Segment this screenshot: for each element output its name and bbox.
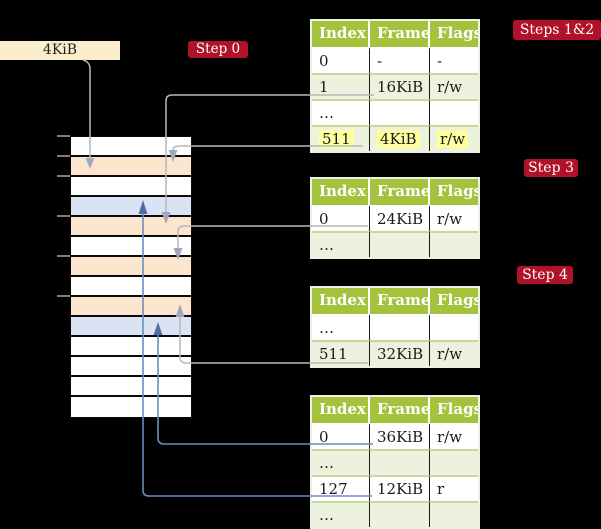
cell-frame: - <box>370 47 430 73</box>
memory-frame-row-data-page <box>71 317 191 337</box>
steps-1-2-badge: Steps 1&2 <box>513 20 601 40</box>
memory-frame-row-free <box>71 177 191 197</box>
table-header-row: Index Frame Flags <box>312 288 478 314</box>
page-table-entry: … <box>312 99 478 125</box>
address-tick <box>57 255 70 257</box>
memory-frame-row-page-table <box>71 297 191 317</box>
page-table-entry: 0 36KiB r/w <box>312 423 478 449</box>
page-table-entry: 127 12KiB r <box>312 475 478 501</box>
column-header-frame: Frame <box>370 21 430 47</box>
cell-index: … <box>312 231 370 257</box>
memory-frame-row-free <box>71 277 191 297</box>
cell-frame <box>370 449 430 475</box>
memory-frame-row-free <box>71 357 191 377</box>
page-table-entry-highlighted: 511 4KiB r/w <box>312 125 478 151</box>
cell-flags: r/w <box>430 340 478 366</box>
column-header-frame: Frame <box>370 288 430 314</box>
memory-frame-row-page-table <box>71 217 191 237</box>
page-table-entry: … <box>312 449 478 475</box>
cell-frame: 12KiB <box>370 475 430 501</box>
cell-index: 511 <box>312 340 370 366</box>
table-header-row: Index Frame Flags <box>312 397 478 423</box>
memory-frame-row-page-table <box>71 257 191 277</box>
cell-flags: r/w <box>430 73 478 99</box>
page-table-level-4: Index Frame Flags 0 36KiB r/w … 127 12Ki… <box>310 395 480 529</box>
column-header-index: Index <box>312 397 370 423</box>
cell-flags <box>430 449 478 475</box>
page-table-entry: 511 32KiB r/w <box>312 340 478 366</box>
cell-frame <box>370 231 430 257</box>
table-header-row: Index Frame Flags <box>312 179 478 205</box>
cell-frame: 36KiB <box>370 423 430 449</box>
page-table-entry: … <box>312 314 478 340</box>
cell-index: … <box>312 314 370 340</box>
page-table-base-register: 4KiB <box>0 41 120 60</box>
cell-flags: r/w <box>430 423 478 449</box>
column-header-flags: Flags <box>437 291 478 309</box>
address-tick <box>57 175 70 177</box>
cell-frame: 16KiB <box>370 73 430 99</box>
step-3-badge: Step 3 <box>524 159 578 177</box>
cell-index: 511 <box>312 125 370 151</box>
column-header-frame: Frame <box>370 179 430 205</box>
page-table-entry: … <box>312 501 478 527</box>
cell-index: … <box>312 501 370 527</box>
cell-flags: r <box>430 475 478 501</box>
cell-index: 127 <box>312 475 370 501</box>
page-table-entry: 0 - - <box>312 47 478 73</box>
column-header-index: Index <box>312 288 370 314</box>
memory-frame-row-free <box>71 337 191 357</box>
memory-frame-row-free <box>71 377 191 397</box>
cell-index: … <box>312 449 370 475</box>
address-tick <box>57 295 70 297</box>
cell-flags <box>430 501 478 527</box>
cell-frame: 24KiB <box>370 205 430 231</box>
memory-frame-row-data-page <box>71 197 191 217</box>
column-header-index: Index <box>312 21 370 47</box>
memory-frame-row-page-table <box>71 157 191 177</box>
cell-index: … <box>312 99 370 125</box>
memory-frame-row-free <box>71 237 191 257</box>
page-table-level-3: Index Frame Flags … 511 32KiB r/w <box>310 286 480 368</box>
step-4-badge: Step 4 <box>517 266 573 284</box>
cell-flags <box>430 99 478 125</box>
column-header-frame: Frame <box>370 397 430 423</box>
page-table-level-2: Index Frame Flags 0 24KiB r/w … <box>310 177 480 259</box>
page-table-level-1: Index Frame Flags 0 - - 1 16KiB r/w … 51… <box>310 19 480 153</box>
cell-index: 1 <box>312 73 370 99</box>
cell-frame <box>370 99 430 125</box>
address-tick <box>57 155 70 157</box>
column-header-flags: Flags <box>437 24 478 42</box>
cell-flags <box>430 231 478 257</box>
address-tick <box>57 215 70 217</box>
step-0-badge: Step 0 <box>188 41 248 58</box>
cell-frame: 32KiB <box>370 340 430 366</box>
cell-index: 0 <box>312 423 370 449</box>
memory-frame-row-free <box>71 397 191 417</box>
address-tick <box>57 135 70 137</box>
page-table-entry: … <box>312 231 478 257</box>
cell-frame <box>370 501 430 527</box>
cell-index: 0 <box>312 205 370 231</box>
cell-frame: 4KiB <box>370 125 430 151</box>
physical-memory-stack <box>70 136 192 418</box>
page-table-entry: 0 24KiB r/w <box>312 205 478 231</box>
cell-frame <box>370 314 430 340</box>
cell-flags: r/w <box>430 205 478 231</box>
cell-flags: - <box>430 47 478 73</box>
cell-flags <box>430 314 478 340</box>
column-header-index: Index <box>312 179 370 205</box>
page-table-entry: 1 16KiB r/w <box>312 73 478 99</box>
column-header-flags: Flags <box>437 400 478 418</box>
cell-index: 0 <box>312 47 370 73</box>
table-header-row: Index Frame Flags <box>312 21 478 47</box>
cell-flags: r/w <box>430 125 478 151</box>
memory-frame-row-free <box>71 137 191 157</box>
column-header-flags: Flags <box>437 182 478 200</box>
